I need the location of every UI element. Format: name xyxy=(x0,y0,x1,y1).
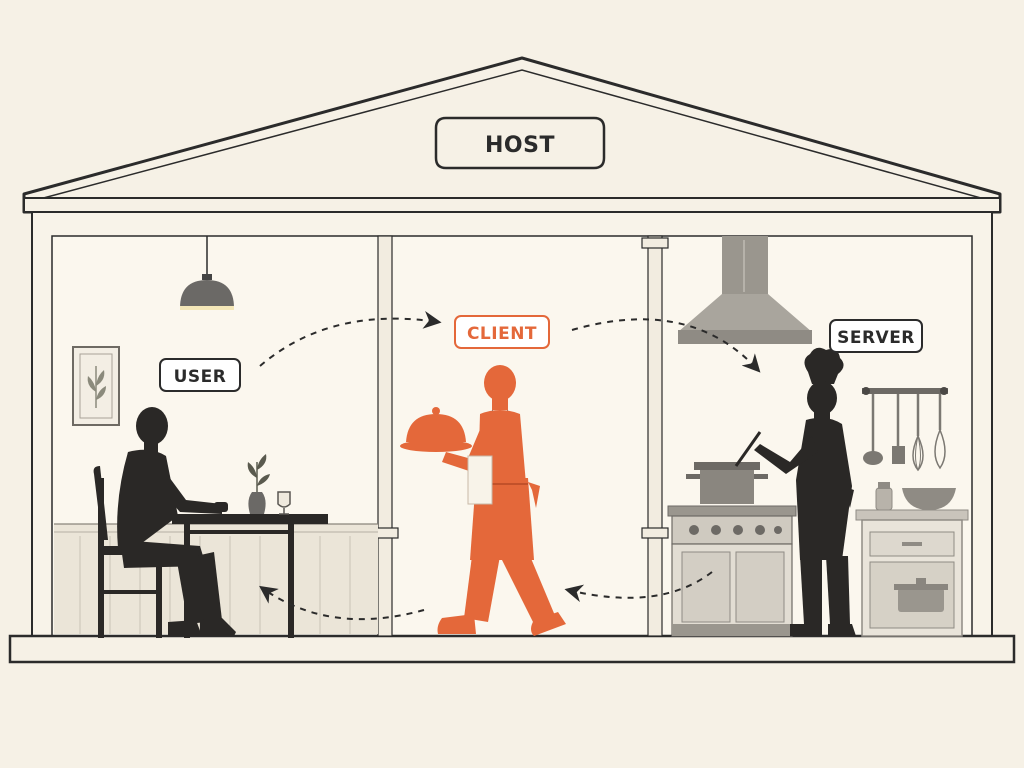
utensil-rack-icon xyxy=(862,387,948,472)
user-tag: USER xyxy=(159,358,241,392)
wine-glass-icon xyxy=(277,491,291,515)
floor-base xyxy=(8,634,1016,664)
column-right-base xyxy=(641,527,669,539)
client-tag: CLIENT xyxy=(454,315,550,349)
dining-area xyxy=(54,236,378,638)
arrow-client-to-user xyxy=(259,585,425,621)
roof-inner-line xyxy=(35,69,989,201)
client-label: CLIENT xyxy=(467,324,537,344)
kitchen-area xyxy=(667,236,969,637)
column-right xyxy=(647,235,663,637)
plant-vase-icon xyxy=(247,454,270,514)
cornice xyxy=(23,197,1001,213)
server-label: SERVER xyxy=(837,328,915,348)
wall-picture xyxy=(72,346,120,426)
client-waiter-silhouette-icon xyxy=(400,365,566,636)
server-tag: SERVER xyxy=(829,319,923,353)
arrow-server-to-client xyxy=(564,571,713,603)
user-label: USER xyxy=(174,367,227,387)
range-hood-icon xyxy=(678,236,812,344)
stove-icon xyxy=(667,505,797,637)
column-left xyxy=(377,235,393,637)
jar-icon xyxy=(875,482,893,511)
host-sign: HOST xyxy=(434,116,606,170)
column-right-cap xyxy=(641,237,669,249)
server-chef-silhouette-icon xyxy=(754,347,856,636)
pendant-lamp-icon xyxy=(180,236,234,310)
cooking-pot-icon xyxy=(686,431,768,504)
mixing-bowl-icon xyxy=(902,488,956,510)
kitchen-counter xyxy=(855,509,969,637)
arrow-client-to-server xyxy=(571,318,761,373)
flow-arrows xyxy=(259,310,761,621)
host-label: HOST xyxy=(485,133,555,158)
user-silhouette-icon xyxy=(117,407,236,636)
